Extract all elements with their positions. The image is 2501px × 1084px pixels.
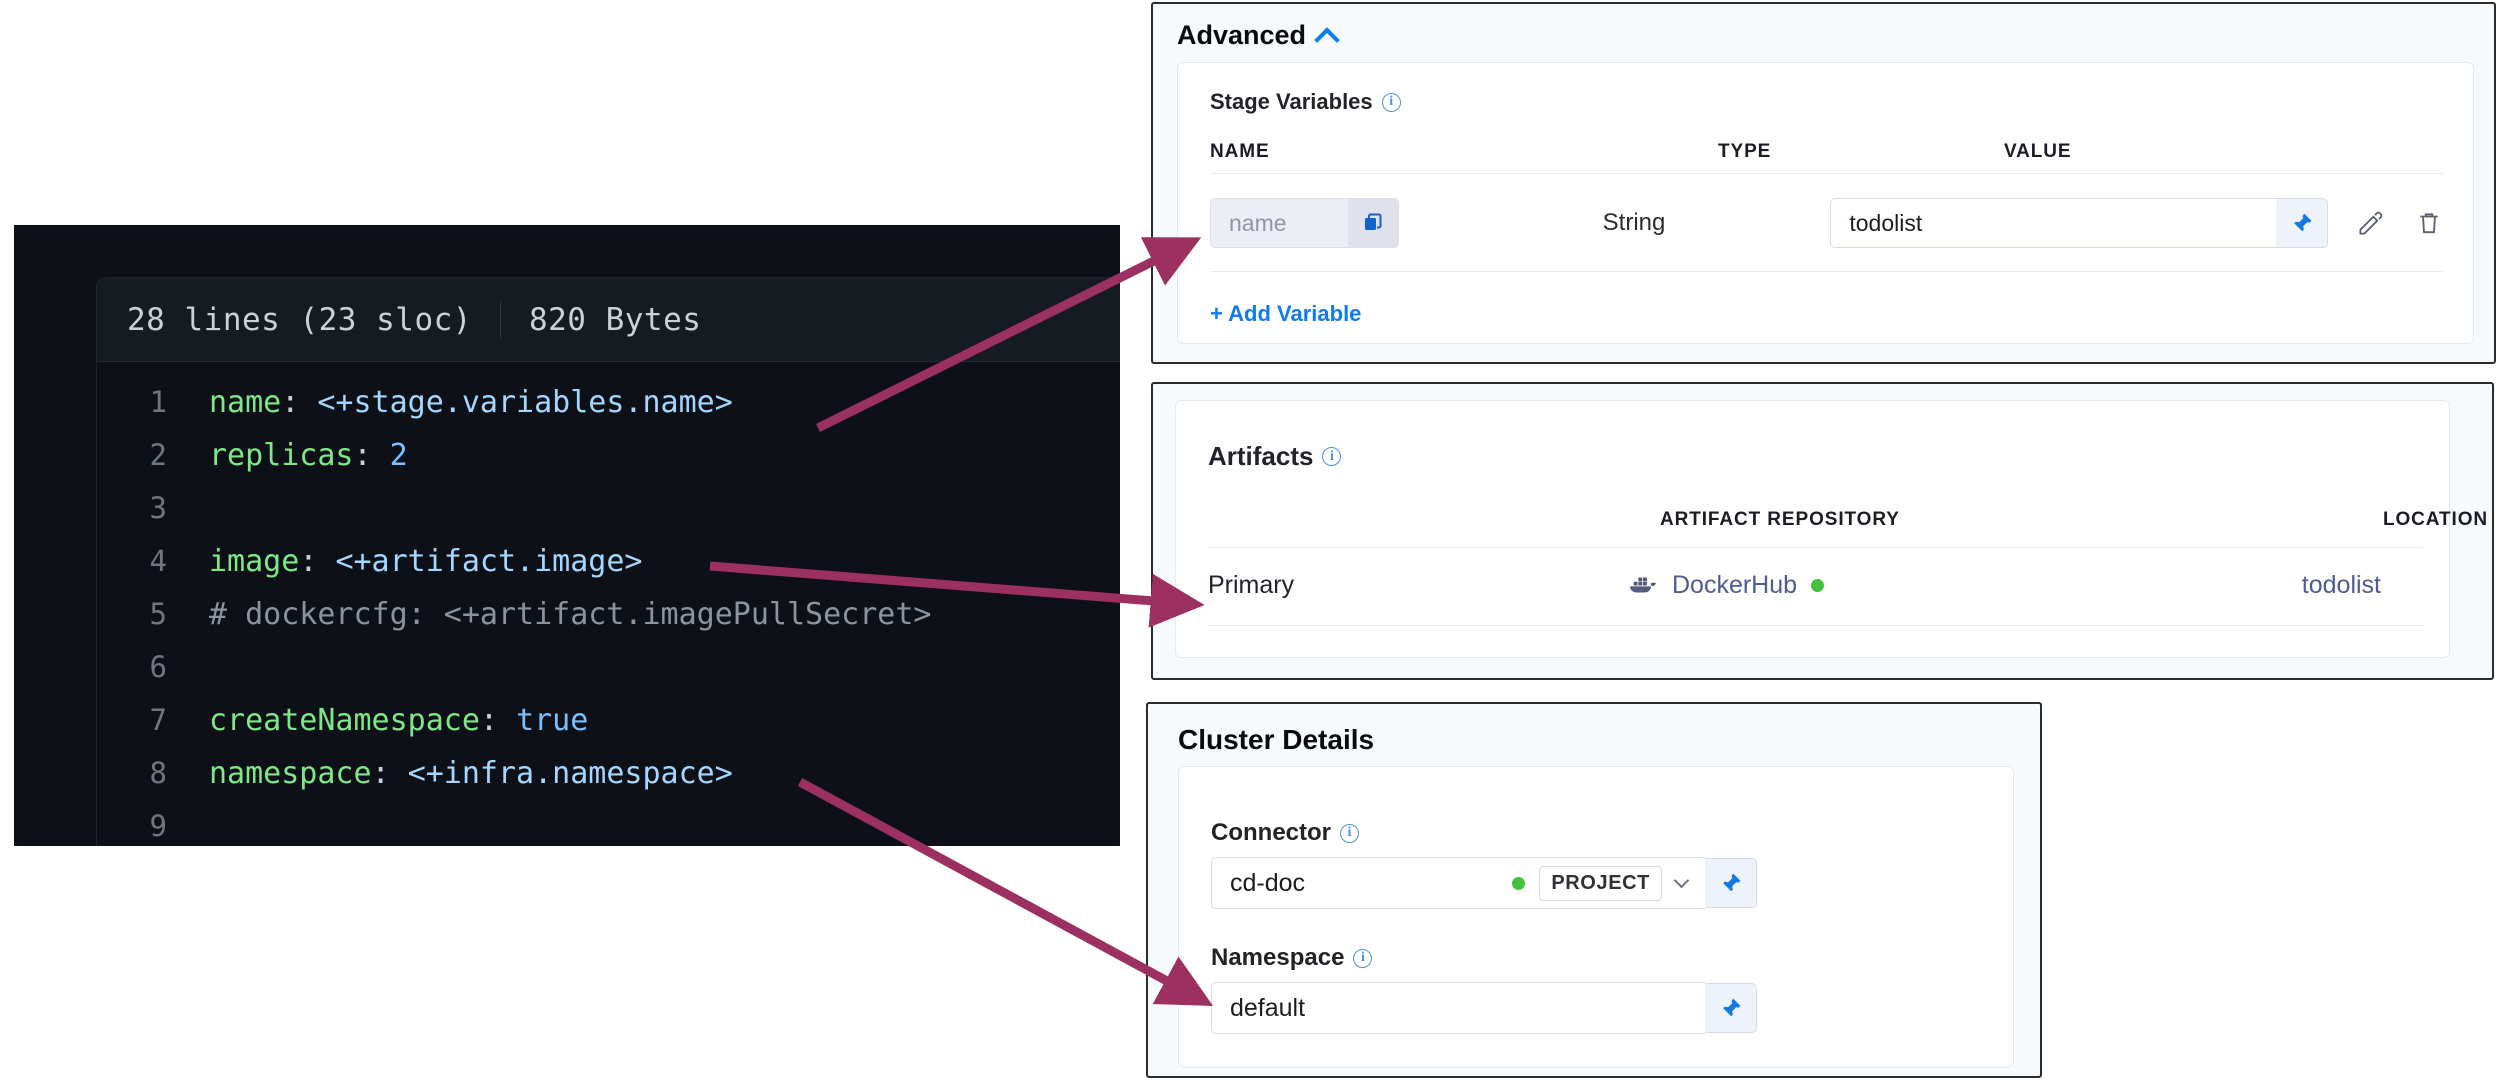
cluster-details-card: Cluster Details Connector i cd-doc PROJE… [1146, 702, 2042, 1078]
connector-value: cd-doc [1230, 868, 1306, 897]
code-line: 2 replicas: 2 [97, 429, 1120, 482]
namespace-input[interactable]: default [1211, 982, 1705, 1034]
artifacts-card: Artifacts i ARTIFACT REPOSITORY LOCATION… [1151, 382, 2494, 680]
code-line: 3 [97, 482, 1120, 535]
stage-variables-panel: Stage Variables i NAME TYPE VALUE name [1177, 62, 2474, 344]
variable-value-input[interactable]: todolist [1830, 198, 2277, 248]
line-number: 9 [149, 809, 167, 843]
code-line-content: namespace: <+infra.namespace> [209, 756, 733, 791]
code-line: 6 [97, 641, 1120, 694]
cluster-details-panel: Connector i cd-doc PROJECT Namespace [1178, 766, 2014, 1068]
code-line: 5 # dockercfg: <+artifact.imagePullSecret… [97, 588, 1120, 641]
pencil-icon[interactable] [2356, 200, 2383, 246]
code-line-content [209, 482, 227, 535]
line-number: 4 [149, 544, 167, 578]
variable-type-value: String [1602, 209, 1666, 236]
chevron-down-icon[interactable] [1673, 872, 1690, 888]
code-size-meta: 820 Bytes [528, 301, 702, 338]
code-line: 4 image: <+artifact.image> [97, 535, 1120, 588]
line-number: 8 [149, 756, 167, 790]
info-icon[interactable]: i [1340, 823, 1359, 843]
row-separator-top [1210, 173, 2443, 174]
code-line: 7 createNamespace: true [97, 694, 1120, 747]
code-line: 1 name: <+stage.variables.name> [97, 376, 1120, 429]
connector-field-group: cd-doc PROJECT [1211, 857, 1757, 909]
column-header-value: VALUE [2004, 141, 2072, 162]
namespace-label: Namespace i [1211, 944, 1373, 972]
code-viewer-header: 28 lines (23 sloc) 820 Bytes [97, 278, 1120, 362]
connector-scope-badge[interactable]: PROJECT [1539, 865, 1662, 901]
code-line-content: createNamespace: true [209, 703, 589, 738]
cluster-details-title: Cluster Details [1178, 724, 1375, 755]
copy-icon[interactable] [1347, 199, 1398, 247]
artifacts-panel: Artifacts i ARTIFACT REPOSITORY LOCATION… [1175, 400, 2487, 658]
code-body[interactable]: 1 name: <+stage.variables.name> 2 replicas:… [97, 362, 1120, 846]
column-header-type: TYPE [1718, 141, 1772, 162]
connector-input[interactable]: cd-doc PROJECT [1211, 857, 1705, 909]
connector-status-dot [1512, 876, 1526, 890]
code-line-content: image: <+artifact.image> [209, 544, 643, 579]
table-row: Primary [1208, 549, 2423, 621]
pin-icon[interactable] [2276, 198, 2329, 248]
code-line-content: # dockercfg: <+artifact.imagePullSecret> [209, 597, 932, 632]
chevron-up-icon[interactable] [1314, 26, 1340, 53]
info-icon[interactable]: i [1381, 92, 1401, 112]
connector-label: Connector i [1211, 819, 1359, 847]
row-separator-top [1208, 547, 2423, 548]
advanced-card: Advanced Stage Variables i NAME TYPE VAL… [1151, 2, 2496, 364]
trash-icon[interactable] [2416, 200, 2443, 246]
advanced-title: Advanced [1177, 20, 1307, 50]
row-separator-bottom [1210, 271, 2443, 272]
column-header-name: NAME [1210, 141, 1270, 162]
line-number: 3 [149, 491, 167, 525]
line-number: 6 [149, 650, 167, 684]
namespace-value: default [1230, 993, 1306, 1022]
header-divider [499, 300, 501, 339]
line-number: 5 [149, 597, 167, 631]
table-row: name String todolist [1210, 196, 2443, 250]
stage-variables-label: Stage Variables i [1210, 89, 1401, 115]
row-separator-bottom [1208, 625, 2423, 626]
pin-icon[interactable] [1705, 858, 1757, 908]
variable-name-placeholder: name [1229, 209, 1287, 236]
code-lines-meta: 28 lines (23 sloc) [127, 301, 472, 338]
code-viewer-inner: 28 lines (23 sloc) 820 Bytes 1 name: <+st… [96, 277, 1120, 846]
artifacts-label: Artifacts i [1208, 441, 1342, 472]
column-header-location: LOCATION [2383, 509, 2489, 530]
code-line-content [209, 641, 227, 694]
status-dot [1811, 578, 1825, 592]
code-line-content [209, 800, 227, 846]
artifact-kind: Primary [1208, 570, 1295, 599]
code-line: 8 namespace: <+infra.namespace> [97, 747, 1120, 800]
docker-whale-icon [1628, 573, 1658, 597]
code-line-content: name: <+stage.variables.name> [209, 385, 733, 420]
line-number: 2 [149, 438, 167, 472]
code-viewer-panel: 28 lines (23 sloc) 820 Bytes 1 name: <+st… [14, 225, 1120, 846]
info-icon[interactable]: i [1322, 447, 1342, 466]
add-variable-button[interactable]: + Add Variable [1210, 301, 1362, 326]
advanced-section-header[interactable]: Advanced [1177, 20, 1340, 53]
line-number: 7 [149, 703, 167, 737]
variable-value-text: todolist [1849, 209, 1923, 236]
code-line-content: replicas: 2 [209, 438, 408, 473]
info-icon[interactable]: i [1353, 948, 1373, 968]
artifact-repository-name[interactable]: DockerHub [1672, 570, 1798, 599]
pin-icon[interactable] [1705, 983, 1757, 1033]
artifact-location[interactable]: todolist [2301, 570, 2381, 599]
code-line: 9 [97, 800, 1120, 846]
line-number: 1 [149, 385, 167, 419]
column-header-artifact-repository: ARTIFACT REPOSITORY [1660, 509, 1900, 530]
namespace-field-group: default [1211, 982, 1757, 1034]
variable-name-input[interactable]: name [1210, 198, 1399, 248]
